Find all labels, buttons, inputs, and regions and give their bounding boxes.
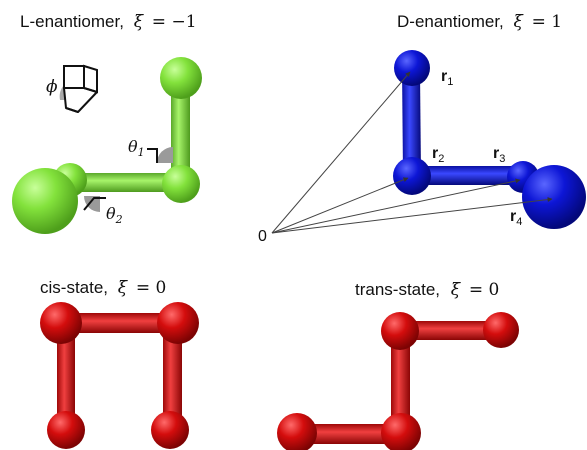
trans-state-xi: ξ [451, 280, 462, 300]
d-enantiomer-value: = 1 [532, 12, 562, 32]
red-bond-vertical [391, 330, 410, 435]
r2-label: r2 [432, 145, 444, 165]
blue-bond-vertical [402, 66, 421, 175]
red-atom-bottom-left [47, 411, 85, 449]
l-enantiomer-label: L-enantiomer, [20, 12, 124, 31]
blue-atom-r4 [522, 165, 586, 229]
d-enantiomer-title: D-enantiomer, ξ = 1 [397, 12, 562, 32]
red-atom-lower-corner [381, 413, 421, 450]
red-atom-upper-end [483, 312, 519, 348]
l-enantiomer-title: L-enantiomer, ξ = −1 [20, 12, 197, 32]
theta1-wedge [157, 147, 173, 163]
r3-label: r3 [493, 145, 505, 165]
theta1-marker [147, 148, 158, 163]
dihedral-angle-icon [59, 64, 98, 113]
l-enantiomer-panel: L-enantiomer, ξ = −1 ϕ θ1 θ2 [12, 12, 202, 234]
green-bond-horizontal [60, 173, 182, 192]
red-bond-upper [398, 321, 503, 340]
red-bond-lower [295, 424, 400, 444]
trans-state-title: trans-state, ξ = 0 [355, 280, 499, 300]
trans-state-value: = 0 [469, 280, 499, 300]
red-bond-left [57, 320, 75, 430]
cis-state-label: cis-state, [40, 278, 108, 297]
green-atom-large [12, 168, 78, 234]
l-enantiomer-value: = −1 [152, 12, 197, 32]
vector-r3 [271, 178, 521, 234]
l-enantiomer-xi: ξ [134, 12, 145, 32]
green-atom-top [160, 57, 202, 99]
theta2-wedge [84, 196, 100, 212]
cis-state-panel: cis-state, ξ = 0 [40, 278, 199, 449]
red-atom-upper-corner [381, 312, 419, 350]
phi-label: ϕ [46, 77, 58, 97]
red-atom-top-right [157, 302, 199, 344]
blue-atom-r2 [393, 157, 431, 195]
theta2-marker [83, 197, 106, 211]
vector-r2 [271, 177, 409, 234]
blue-bond-horizontal [410, 166, 530, 185]
theta2-label: θ2 [106, 204, 123, 226]
trans-state-label: trans-state, [355, 280, 440, 299]
cis-state-title: cis-state, ξ = 0 [40, 278, 166, 298]
red-bond-top [60, 313, 178, 333]
blue-atom-r1 [394, 50, 430, 86]
green-atom-corner [162, 165, 200, 203]
r4-label: r4 [510, 208, 522, 228]
trans-state-panel: trans-state, ξ = 0 [277, 280, 519, 450]
red-atom-bottom-right [151, 411, 189, 449]
r1-label: r1 [441, 68, 453, 88]
d-enantiomer-panel: D-enantiomer, ξ = 1 0 r1 r2 r3 r4 [258, 12, 586, 245]
red-bond-right [163, 320, 182, 430]
cis-state-xi: ξ [118, 278, 129, 298]
green-bond-vertical [171, 75, 190, 183]
position-vectors [271, 71, 553, 234]
d-enantiomer-label: D-enantiomer, [397, 12, 504, 31]
theta1-label: θ1 [128, 137, 145, 159]
d-enantiomer-xi: ξ [514, 12, 525, 32]
red-atom-top-left [40, 302, 82, 344]
origin-label: 0 [258, 228, 267, 245]
vector-r1 [271, 71, 411, 234]
red-atom-lower-end [277, 413, 317, 450]
vector-r4 [271, 197, 553, 234]
cis-state-value: = 0 [136, 278, 166, 298]
